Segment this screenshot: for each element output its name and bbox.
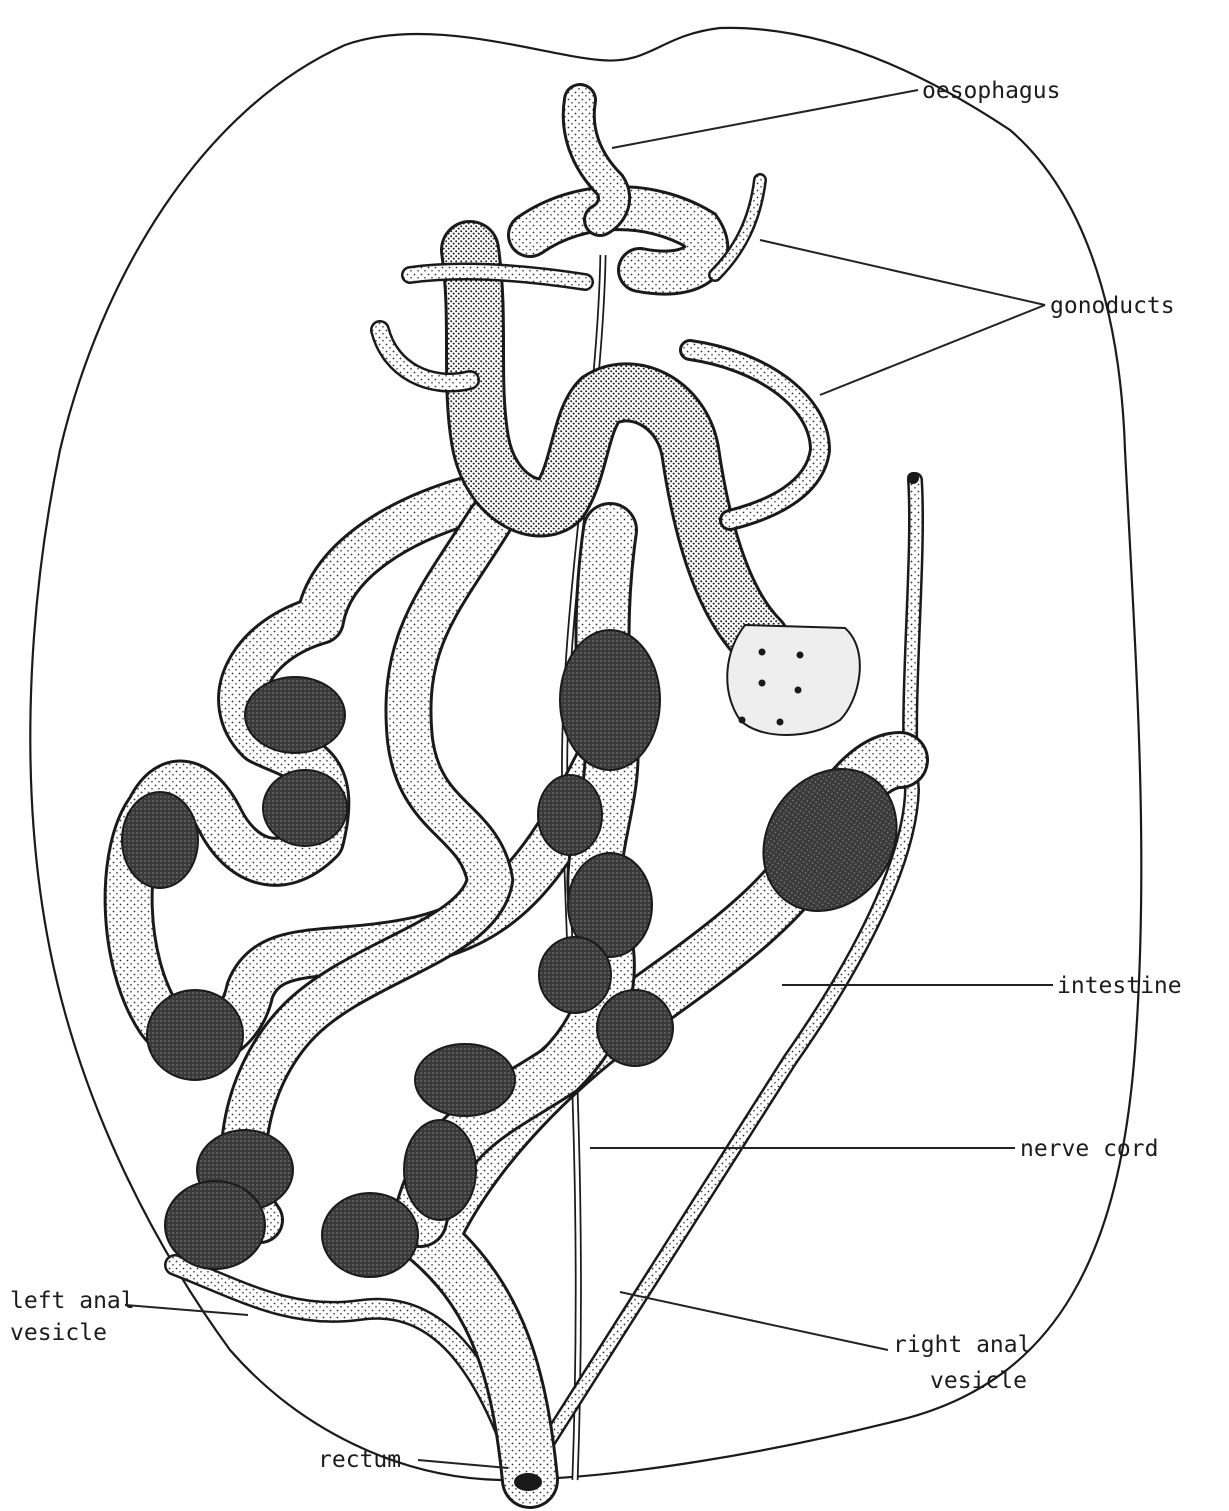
leader-gonoducts-1 bbox=[760, 240, 1045, 305]
leader-left-anal-vesicle bbox=[125, 1305, 248, 1315]
label-gonoducts: gonoducts bbox=[1050, 293, 1175, 319]
label-right-anal-vesicle-2: vesicle bbox=[930, 1368, 1027, 1394]
label-left-anal-vesicle-1: left anal bbox=[10, 1288, 135, 1314]
label-right-anal-vesicle-1: right anal bbox=[893, 1332, 1031, 1358]
label-oesophagus: oesophagus bbox=[922, 78, 1060, 104]
leader-oesophagus bbox=[612, 90, 918, 148]
leader-rectum bbox=[418, 1460, 508, 1468]
label-rectum: rectum bbox=[318, 1447, 401, 1473]
vesicle-tip bbox=[907, 472, 919, 484]
stomach-sac bbox=[727, 625, 860, 735]
label-left-anal-vesicle-2: vesicle bbox=[10, 1320, 107, 1346]
label-nerve-cord: nerve cord bbox=[1020, 1136, 1158, 1162]
label-intestine: intestine bbox=[1057, 973, 1182, 999]
leader-gonoducts-2 bbox=[820, 305, 1045, 395]
anus-tip bbox=[514, 1473, 542, 1491]
leader-right-anal-vesicle bbox=[620, 1292, 888, 1350]
